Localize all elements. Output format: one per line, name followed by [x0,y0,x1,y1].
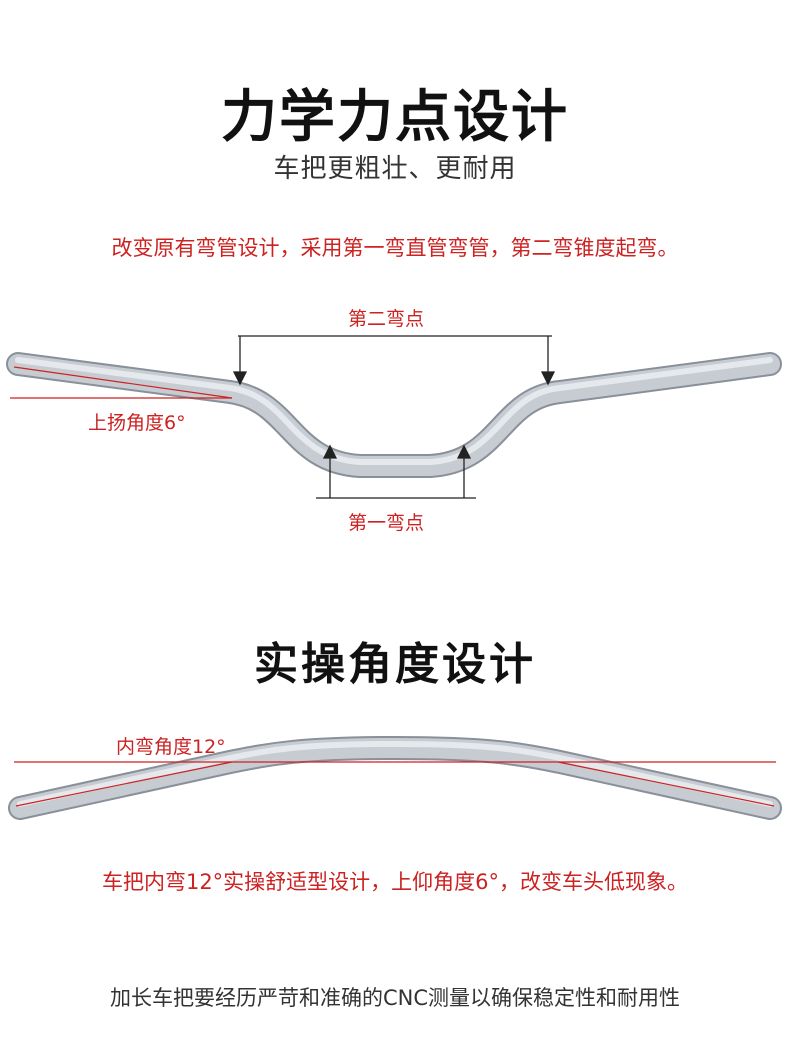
first-bend-label: 第一弯点 [348,512,425,534]
flat-handlebar [8,736,782,820]
riser-handlebar [6,352,782,478]
rise-angle-indicator [10,366,233,399]
section1-description: 改变原有弯管设计，采用第一弯直管弯管，第二弯锥度起弯。 [111,236,679,260]
section2-title: 实操角度设计 [254,639,536,690]
inner-bend-angle-label: 内弯角度12° [116,736,226,758]
footer-text: 加长车把要经历严苛和准确的CNC测量以确保稳定性和耐用性 [109,986,681,1010]
inner-bend-angle-indicator [14,761,776,807]
section2-description: 车把内弯12°实操舒适型设计，上仰角度6°，改变车头低现象。 [101,870,689,894]
second-bend-bracket [232,335,556,386]
rise-angle-label: 上扬角度6° [88,412,186,434]
second-bend-label: 第二弯点 [348,308,425,330]
section1-subtitle: 车把更粗壮、更耐用 [273,154,517,184]
section1-title: 力学力点设计 [221,85,569,150]
first-bend-bracket [316,444,476,499]
